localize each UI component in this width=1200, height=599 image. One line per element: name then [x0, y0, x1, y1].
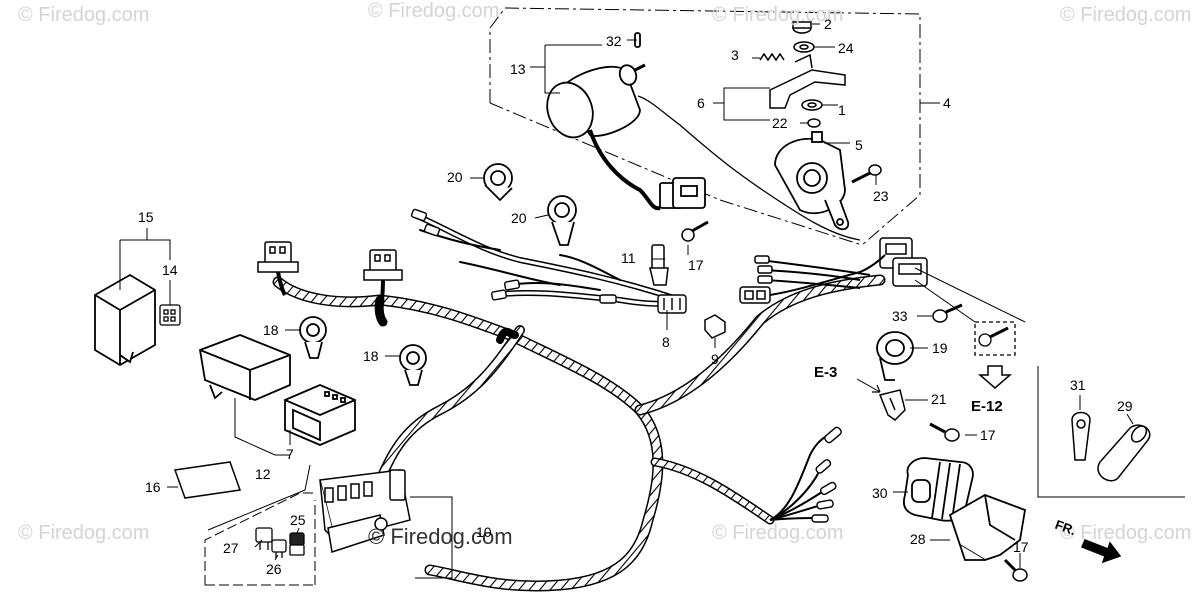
callout-21: 21 [931, 391, 947, 407]
switch-plate-5 [774, 131, 850, 231]
callout-19: 19 [932, 340, 948, 356]
callout-16: 16 [145, 479, 161, 495]
right-connectors [739, 237, 928, 304]
arrow-e12 [977, 365, 1013, 389]
callout-17-upper: 17 [688, 257, 704, 273]
leader-screw-lines [914, 267, 1026, 323]
stay-21 [878, 389, 906, 421]
callout-22: 22 [772, 115, 788, 131]
solenoid-13 [546, 32, 861, 241]
bolt-17-upper [681, 220, 709, 242]
ref-e12: E-12 [971, 398, 1003, 415]
callout-7: 7 [286, 446, 294, 462]
callout-6: 6 [697, 95, 705, 111]
bracket-6 [769, 53, 846, 109]
watermark-bottom-far-right: © Firedog.com [1060, 522, 1192, 544]
fuse-box [319, 469, 411, 553]
socket-7 [284, 384, 356, 446]
watermark-bottom-left: © Firedog.com [18, 522, 150, 544]
fr-arrow [1081, 539, 1122, 564]
callout-33: 33 [892, 308, 908, 324]
harness-connectors-upper [410, 208, 687, 314]
spare-fuses [255, 527, 305, 558]
callout-8: 8 [662, 334, 670, 350]
callout-24: 24 [838, 40, 854, 56]
callout-29: 29 [1117, 398, 1133, 414]
callout-31: 31 [1070, 377, 1086, 393]
label-sheet [173, 461, 242, 499]
watermark-top-far-right: © Firedog.com [1060, 4, 1192, 26]
leader-lines [119, 23, 1134, 579]
assembly-10-boundary [204, 464, 316, 586]
screw-e12 [974, 321, 1016, 356]
main-wire-harness [272, 274, 886, 592]
relay-15 [94, 273, 156, 367]
watermark-top-left: © Firedog.com [18, 4, 150, 26]
bolt-17-mid [929, 422, 960, 442]
bolt-33 [932, 303, 963, 323]
callout-20-upper: 20 [447, 169, 463, 185]
ref-e3: E-3 [814, 364, 838, 381]
holder-9 [704, 314, 726, 339]
clamps [299, 163, 914, 386]
callout-10: 10 [476, 524, 492, 540]
bolt-17-lower [1003, 558, 1028, 582]
callout-11: 11 [621, 250, 636, 266]
arrow-e3 [856, 378, 881, 393]
callout-14: 14 [162, 262, 178, 278]
callout-9: 9 [711, 351, 719, 367]
callout-2: 2 [824, 16, 832, 32]
screw-23 [851, 164, 882, 184]
control-module-12 [198, 334, 291, 401]
callout-23: 23 [873, 188, 889, 204]
callout-5: 5 [855, 137, 863, 153]
cover-28 [948, 494, 1027, 561]
callout-20-lower: 20 [511, 210, 527, 226]
left-connectors [257, 241, 403, 306]
washers [792, 21, 823, 128]
callout-26: 26 [266, 561, 282, 577]
boot-30 [902, 457, 974, 522]
callout-1: 1 [838, 102, 846, 118]
callout-17-lower: 17 [1013, 539, 1029, 555]
callout-13: 13 [510, 61, 526, 77]
callout-3: 3 [731, 47, 739, 63]
callout-18-right: 18 [363, 348, 379, 364]
clip-11 [649, 244, 669, 286]
watermark-top-center: © Firedog.com [368, 0, 500, 22]
upper-harness-branch [412, 212, 683, 307]
watermark-bottom-right: © Firedog.com [712, 522, 844, 544]
lower-pigtail-wires [769, 426, 842, 523]
callout-18-left: 18 [263, 322, 279, 338]
callout-27: 27 [223, 540, 239, 556]
callout-15: 15 [138, 209, 154, 225]
connector-14 [159, 304, 181, 326]
callout-28: 28 [910, 531, 926, 547]
callout-30: 30 [872, 485, 888, 501]
spring-3 [759, 52, 785, 62]
callout-12: 12 [255, 466, 271, 482]
callout-32: 32 [606, 33, 622, 49]
callout-17-mid: 17 [980, 427, 996, 443]
callout-25: 25 [290, 512, 306, 528]
watermark-top-right: © Firedog.com [712, 4, 844, 26]
detail-29-31-boundary [1037, 366, 1185, 498]
tube-29 [1097, 424, 1151, 482]
watermark-center: © Firedog.com [368, 524, 513, 549]
clip-31 [1071, 411, 1091, 461]
callout-4: 4 [943, 95, 951, 111]
